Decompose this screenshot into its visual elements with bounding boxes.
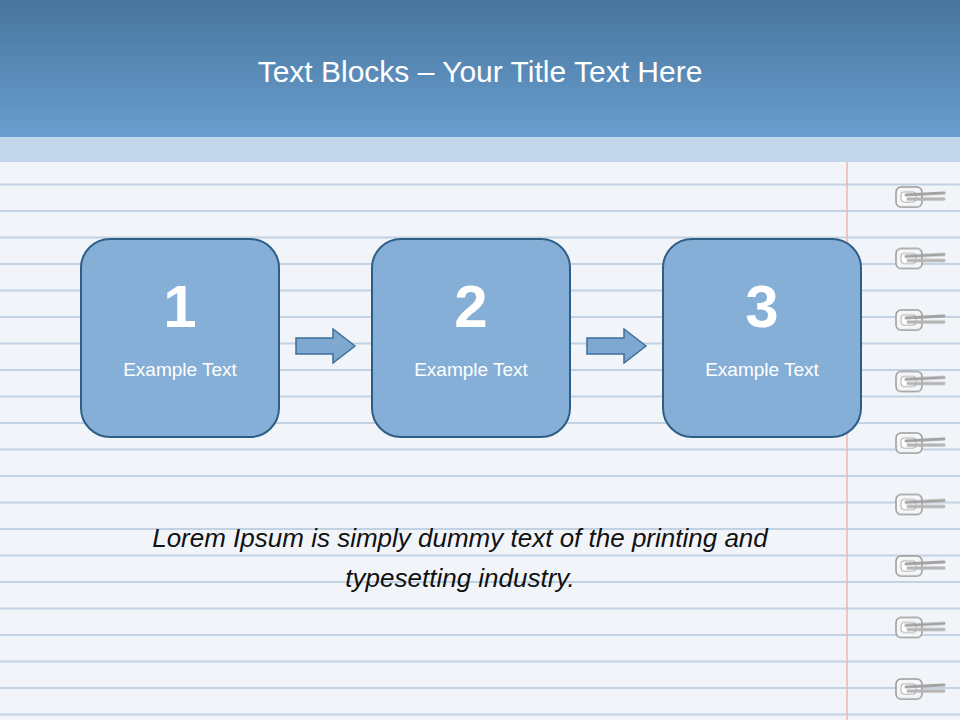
note-text: Lorem Ipsum is simply dummy text of the … (140, 518, 780, 598)
step-box: 1Example Text (80, 238, 280, 438)
slide-title: Text Blocks – Your Title Text Here (0, 55, 960, 89)
step-number: 1 (163, 277, 196, 337)
step-box: 2Example Text (371, 238, 571, 438)
step-text: Example Text (123, 359, 237, 382)
step-box: 3Example Text (662, 238, 862, 438)
step-text: Example Text (414, 359, 528, 382)
flow-arrow (296, 329, 355, 363)
flow-arrow (587, 329, 646, 363)
step-number: 3 (745, 277, 778, 337)
step-number: 2 (454, 277, 487, 337)
step-text: Example Text (705, 359, 819, 382)
